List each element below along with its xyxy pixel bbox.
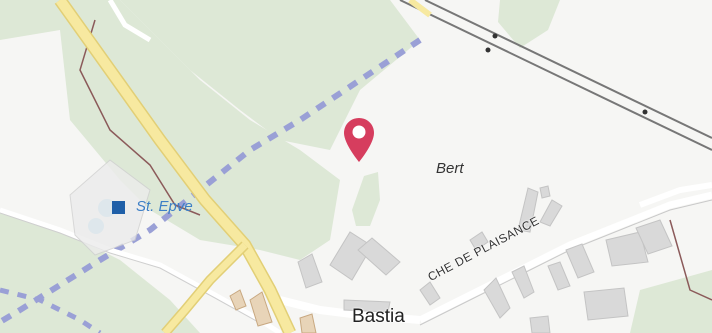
railway-dot bbox=[492, 33, 498, 39]
path-brown-east bbox=[669, 219, 712, 301]
road-white-east bbox=[638, 182, 712, 208]
building bbox=[539, 185, 551, 199]
forest-area-southwest bbox=[0, 210, 200, 333]
buildings bbox=[297, 185, 673, 333]
railway-line-2 bbox=[424, 0, 712, 139]
building bbox=[583, 287, 629, 321]
building bbox=[565, 243, 595, 279]
railway-line bbox=[399, 0, 712, 151]
forest-area-west bbox=[0, 0, 340, 260]
town-label: Bastia bbox=[352, 306, 405, 327]
building bbox=[343, 299, 391, 313]
building bbox=[529, 315, 551, 333]
building bbox=[297, 253, 323, 289]
forest-area-southeast bbox=[630, 270, 712, 333]
railway-dot bbox=[485, 47, 491, 53]
road-che-de-plaisance bbox=[418, 191, 712, 324]
building bbox=[483, 277, 511, 319]
building-square-icon[interactable] bbox=[112, 201, 125, 214]
path-brown bbox=[79, 19, 201, 216]
building bbox=[511, 265, 535, 299]
road-white-north bbox=[107, 0, 152, 43]
buildings-brown bbox=[229, 289, 317, 333]
forest-area-north bbox=[120, 0, 420, 150]
building bbox=[357, 237, 401, 276]
road-white-south bbox=[279, 296, 421, 324]
poi-enclosure bbox=[69, 159, 151, 256]
main-road-north-stub bbox=[408, 0, 432, 18]
building bbox=[539, 199, 563, 227]
building bbox=[635, 219, 673, 255]
building bbox=[469, 231, 489, 251]
road-white-west-outline bbox=[0, 212, 261, 324]
building bbox=[547, 261, 571, 291]
building bbox=[605, 231, 649, 267]
railway-dot bbox=[642, 109, 648, 115]
boundary-line-west bbox=[0, 287, 102, 333]
main-road-branch bbox=[162, 242, 248, 333]
building bbox=[517, 187, 539, 233]
location-pin-icon[interactable] bbox=[342, 116, 376, 164]
forest-patch-small bbox=[352, 172, 380, 226]
place-label: Bert bbox=[436, 160, 464, 177]
main-road bbox=[55, 0, 295, 333]
forest-area-east bbox=[498, 0, 560, 48]
marker-dot bbox=[352, 125, 366, 139]
building bbox=[229, 289, 247, 311]
building bbox=[299, 313, 317, 333]
poi-label[interactable]: St. Epve bbox=[136, 198, 193, 215]
building bbox=[419, 281, 441, 306]
marker-body bbox=[344, 118, 374, 162]
building bbox=[249, 291, 273, 327]
